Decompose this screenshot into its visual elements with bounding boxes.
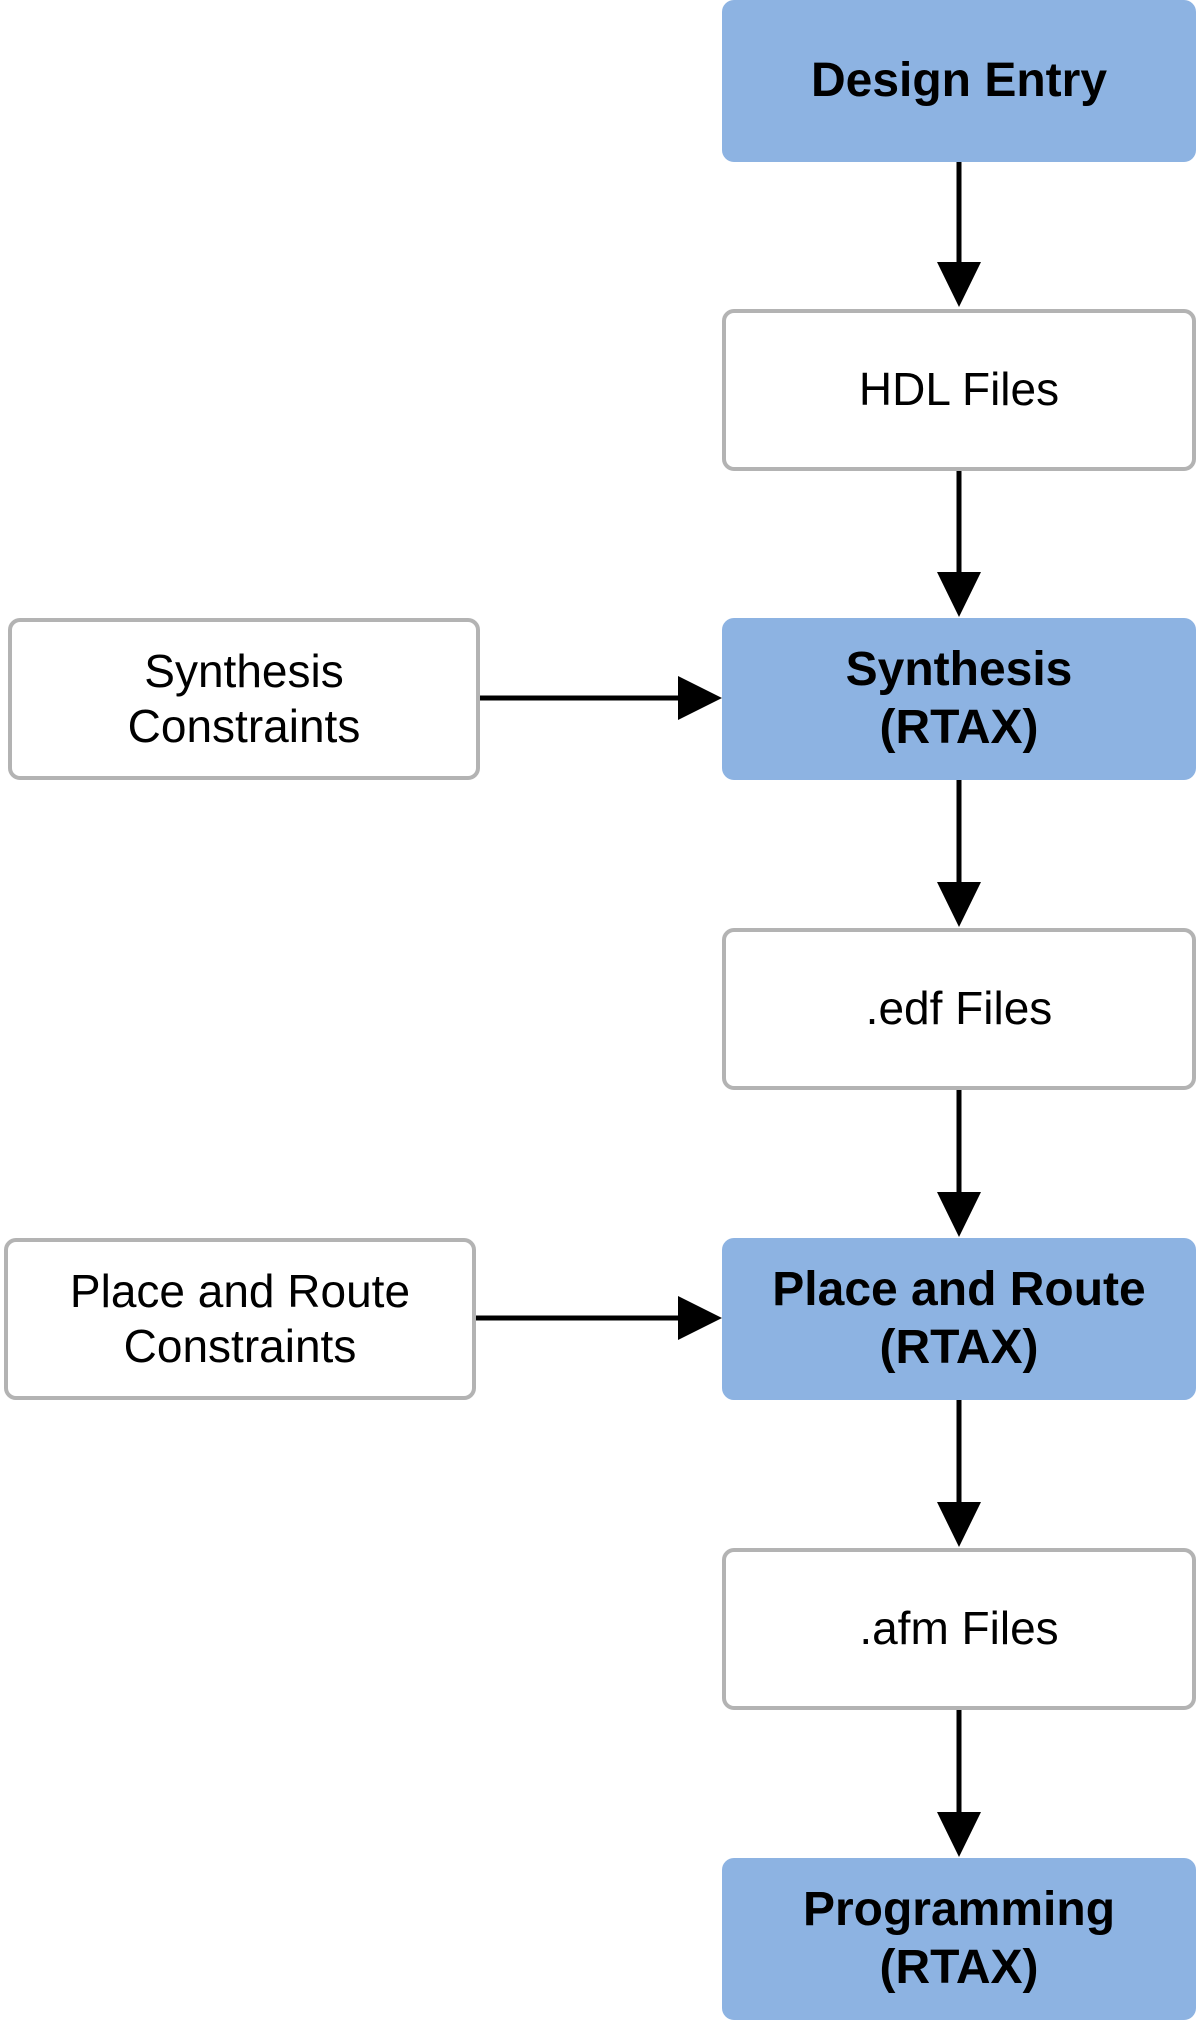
edge-edf-files-to-place-route: [937, 1090, 981, 1237]
node-synthesis: Synthesis (RTAX): [722, 618, 1196, 780]
node-synthesis-label-line2: (RTAX): [879, 701, 1039, 754]
node-synthesis-constraints-label-line1: Synthesis: [144, 644, 344, 697]
node-place-and-route-constraints-label-line1: Place and Route: [69, 1264, 411, 1317]
node-synthesis-label-line1: Synthesis: [845, 643, 1073, 697]
edge-par-constraints-to-place-route: [476, 1296, 722, 1340]
edge-synthesis-constraints-to-synthesis: [480, 676, 722, 720]
node-design-entry-label: Design Entry: [810, 54, 1108, 108]
node-place-and-route-constraints-label-line2: Constraints: [123, 1320, 357, 1372]
edge-hdl-files-to-synthesis: [937, 471, 981, 617]
node-edf-files-label: .edf Files: [865, 982, 1053, 1035]
node-place-and-route-label-line1: Place and Route: [772, 1263, 1146, 1317]
node-place-and-route-constraints: Place and Route Constraints: [4, 1238, 476, 1400]
edge-place-route-to-afm-files: [937, 1400, 981, 1547]
node-synthesis-constraints: Synthesis Constraints: [8, 618, 480, 780]
edge-afm-files-to-programming: [937, 1710, 981, 1857]
node-programming: Programming (RTAX): [722, 1858, 1196, 2020]
node-hdl-files-label: HDL Files: [858, 363, 1060, 416]
node-afm-files-label: .afm Files: [859, 1602, 1059, 1655]
node-edf-files: .edf Files: [722, 928, 1196, 1090]
node-programming-label-line2: (RTAX): [879, 1941, 1039, 1994]
node-afm-files: .afm Files: [722, 1548, 1196, 1710]
node-synthesis-constraints-label-line2: Constraints: [127, 700, 361, 752]
node-place-and-route: Place and Route (RTAX): [722, 1238, 1196, 1400]
node-design-entry: Design Entry: [722, 0, 1196, 162]
edge-design-entry-to-hdl-files: [937, 162, 981, 307]
edge-synthesis-to-edf-files: [937, 780, 981, 927]
node-place-and-route-label-line2: (RTAX): [879, 1321, 1039, 1374]
node-programming-label-line1: Programming: [802, 1883, 1116, 1937]
node-hdl-files: HDL Files: [722, 309, 1196, 471]
